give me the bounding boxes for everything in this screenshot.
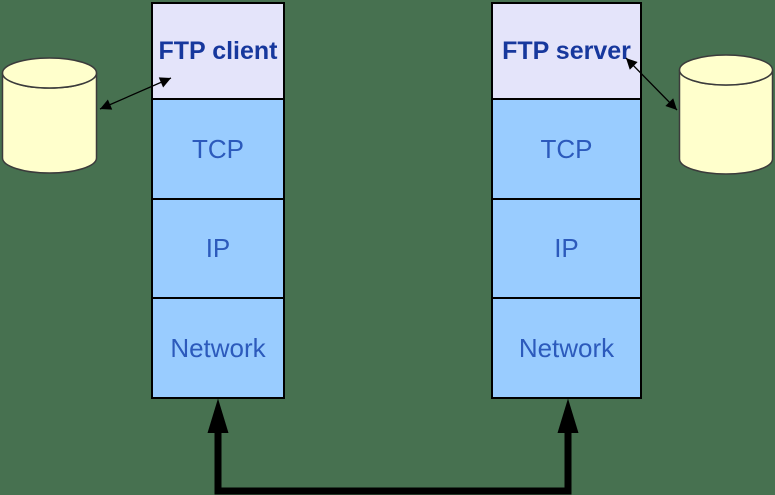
storage-cylinder-right: [678, 54, 774, 175]
client-tcp-label: TCP: [192, 133, 244, 164]
storage-cylinder-left: [1, 57, 98, 174]
up-arrowhead-left: [207, 398, 229, 433]
ftp-server-box: FTP server: [491, 2, 642, 100]
protocol-stack-server: FTP server TCP IP Network: [491, 2, 642, 399]
ftp-client-box: FTP client: [151, 2, 285, 100]
client-layer-network: Network: [151, 297, 285, 399]
up-arrowhead-right: [557, 398, 579, 433]
server-layer-tcp: TCP: [491, 98, 642, 200]
client-layer-tcp: TCP: [151, 98, 285, 200]
server-tcp-label: TCP: [540, 133, 593, 164]
server-network-label: Network: [518, 332, 615, 363]
protocol-stack-client: FTP client TCP IP Network: [151, 2, 285, 399]
client-layer-ip: IP: [151, 198, 285, 299]
server-layer-ip: IP: [491, 198, 642, 299]
ftp-server-label: FTP server: [502, 36, 631, 65]
server-layer-network: Network: [491, 297, 642, 399]
client-ip-label: IP: [205, 233, 231, 263]
network-connection-line: [207, 398, 579, 495]
client-network-label: Network: [170, 332, 266, 363]
server-ip-label: IP: [554, 233, 579, 263]
ftp-client-label: FTP client: [158, 36, 278, 65]
